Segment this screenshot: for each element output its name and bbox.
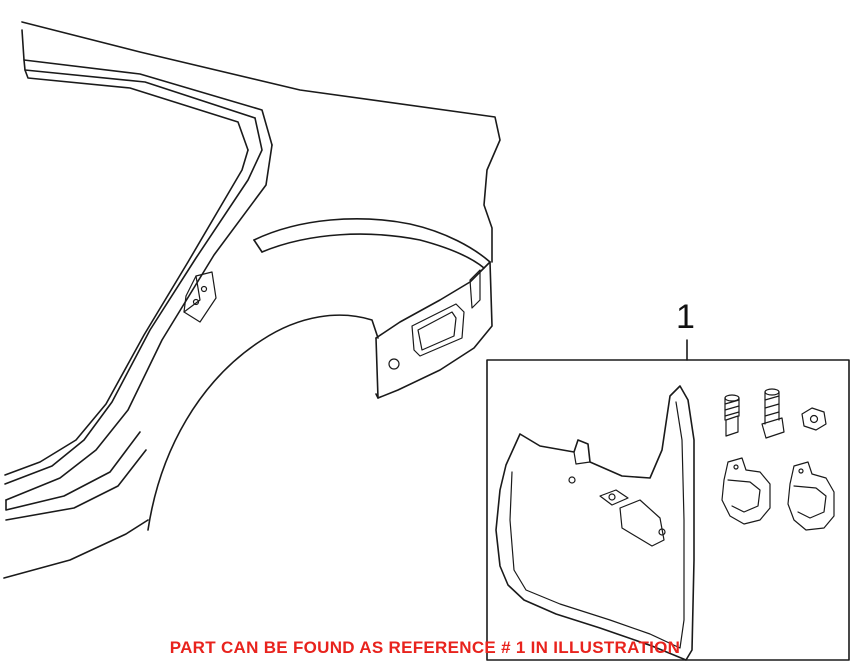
part-box <box>486 359 850 661</box>
mud-flap <box>495 385 695 661</box>
nut <box>801 407 827 431</box>
reference-caption: PART CAN BE FOUND AS REFERENCE # 1 IN IL… <box>169 638 681 657</box>
clip-right <box>787 461 835 531</box>
bolt-long <box>761 388 785 439</box>
quarter-panel <box>3 21 501 579</box>
bolt-short <box>724 394 740 437</box>
reference-number-label: 1 <box>676 298 695 336</box>
clip-left <box>721 457 771 525</box>
